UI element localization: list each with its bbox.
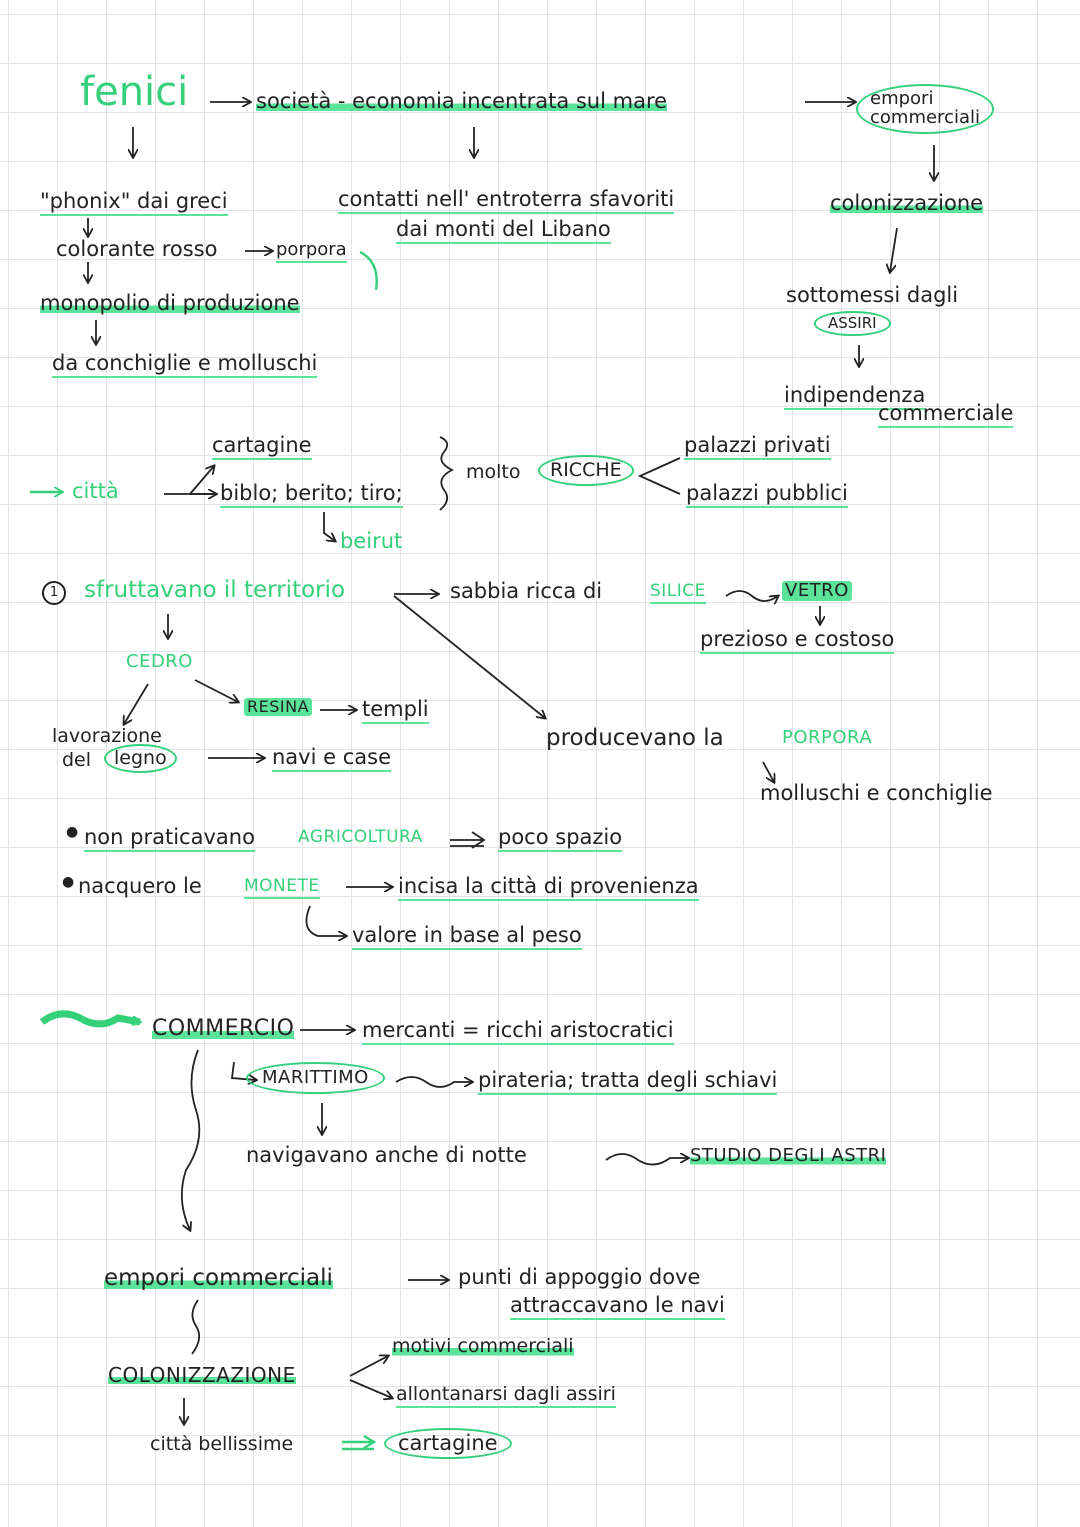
studio-astri: STUDIO DEGLI ASTRI (690, 1145, 887, 1166)
agricoltura: AGRICOLTURA (298, 827, 423, 847)
pirateria: pirateria; tratta degli schiavi (478, 1068, 778, 1096)
title-fenici: fenici (80, 69, 189, 115)
ricche-circle: RICCHE (538, 455, 634, 486)
citta-label: città (72, 479, 119, 503)
resina: RESINA (244, 698, 313, 716)
sabbia: sabbia ricca di (450, 579, 603, 603)
punti-1: punti di appoggio dove (458, 1265, 701, 1289)
poco-spazio: poco spazio (498, 825, 623, 853)
molluschi-conchiglie: molluschi e conchiglie (760, 781, 993, 805)
silice: SILICE (650, 582, 706, 604)
lavorazione-1: lavorazione (52, 725, 162, 747)
conchiglie-molluschi: da conchiglie e molluschi (52, 351, 318, 379)
vetro: VETRO (782, 581, 852, 601)
contatti-line1: contatti nell' entroterra sfavoriti (338, 187, 675, 215)
mercanti: mercanti = ricchi aristocratici (362, 1018, 674, 1046)
cities-list: biblo; berito; tiro; (220, 481, 403, 509)
empori-commerciali: empori commerciali (104, 1265, 333, 1292)
marittimo-circle: MARITTIMO (246, 1062, 385, 1094)
allontanarsi: allontanarsi dagli assiri (396, 1384, 616, 1408)
legno-circle: legno (104, 744, 177, 773)
valore: valore in base al peso (352, 923, 582, 951)
incisa: incisa la città di provenienza (398, 874, 699, 902)
porpora: PORPORA (782, 727, 873, 748)
empori-top: empori commerciali (856, 84, 994, 134)
territorio-title: sfruttavano il territorio (84, 577, 346, 603)
palazzi-privati: palazzi privati (684, 433, 831, 461)
colonizzazione-top: colonizzazione (830, 191, 984, 216)
sottomessi: sottomessi dagli (786, 283, 959, 307)
beirut: beirut (340, 529, 403, 553)
colonizzazione: COLONIZZAZIONE (108, 1363, 296, 1387)
assiri-circle: ASSIRI (814, 311, 891, 336)
porpora-small: porpora (276, 240, 347, 263)
producevano: producevano la (546, 725, 724, 751)
indipendenza-1: indipendenza (784, 383, 926, 411)
motivi-commerciali: motivi commerciali (392, 1335, 574, 1357)
cedro: CEDRO (126, 651, 193, 672)
contatti-line2: dai monti del Libano (396, 217, 611, 245)
society-economy: società - economia incentrata sul mare (256, 89, 668, 114)
phonix-note: "phonix" dai greci (40, 189, 228, 217)
monopolio: monopolio di produzione (40, 291, 300, 316)
navi-case: navi e case (272, 745, 391, 773)
citta-bellissime: città bellissime (150, 1433, 294, 1455)
palazzi-pubblici: palazzi pubblici (686, 481, 848, 509)
punti-2: attraccavano le navi (510, 1293, 725, 1321)
molto: molto (466, 461, 521, 483)
prezioso-costoso: prezioso e costoso (700, 627, 895, 655)
lavorazione-2: del (62, 749, 92, 771)
bullet-dot-1: ● (66, 824, 79, 840)
navigavano: navigavano anche di notte (246, 1143, 527, 1167)
bullet-dot-2: ● (62, 874, 75, 890)
cartagine-circle: cartagine (384, 1428, 512, 1460)
bullet1-text: non praticavano (84, 825, 255, 853)
indipendenza-2: commerciale (878, 401, 1014, 429)
commercio-title: COMMERCIO (152, 1016, 295, 1042)
templi: templi (362, 697, 429, 725)
section-number: 1 (42, 581, 66, 605)
monete: MONETE (244, 877, 320, 899)
bullet2-text: nacquero le (78, 874, 202, 898)
cartagine-city: cartagine (212, 433, 312, 461)
colorante-rosso: colorante rosso (56, 237, 218, 261)
